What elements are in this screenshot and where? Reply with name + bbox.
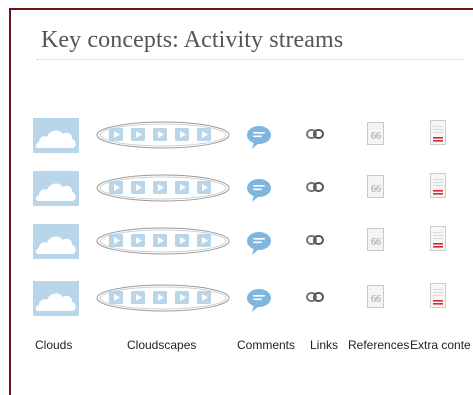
label-extra-content: Extra conte (410, 338, 471, 352)
label-clouds: Clouds (35, 338, 73, 352)
label-references: References (348, 338, 410, 352)
svg-text:66: 66 (371, 294, 381, 305)
quote-document-icon: 66 (367, 285, 384, 308)
speech-bubble-icon (246, 287, 272, 313)
cloud-icon (33, 171, 79, 206)
label-links: Links (310, 338, 339, 352)
cloudscape-icon (95, 120, 231, 150)
cloudscape-icon (95, 283, 231, 313)
label-cloudscapes: Cloudscapes (127, 338, 197, 352)
speech-bubble-icon (246, 230, 272, 256)
chain-link-icon (306, 127, 324, 139)
icon-row: 66 (0, 118, 473, 156)
chain-link-icon (306, 233, 324, 245)
speech-bubble-icon (246, 177, 272, 203)
cloudscape-icon (95, 226, 231, 256)
document-red-lines-icon (430, 226, 446, 251)
icon-row: 66 (0, 281, 473, 319)
icon-row: 66 (0, 224, 473, 262)
document-red-lines-icon (430, 283, 446, 308)
document-red-lines-icon (430, 173, 446, 198)
cloudscape-icon (95, 173, 231, 203)
column-labels: Clouds Cloudscapes Comments Links Refere… (0, 338, 473, 356)
svg-text:66: 66 (371, 131, 381, 142)
quote-document-icon: 66 (367, 175, 384, 198)
svg-text:66: 66 (371, 184, 381, 195)
speech-bubble-icon (246, 124, 272, 150)
cloud-icon (33, 281, 79, 316)
slide-frame (9, 8, 473, 395)
document-red-lines-icon (430, 120, 446, 145)
quote-document-icon: 66 (367, 228, 384, 251)
cloud-icon (33, 118, 79, 153)
slide-title: Key concepts: Activity streams (41, 27, 344, 53)
cloud-icon (33, 224, 79, 259)
quote-document-icon: 66 (367, 122, 384, 145)
icon-row: 66 (0, 171, 473, 209)
chain-link-icon (306, 180, 324, 192)
chain-link-icon (306, 290, 324, 302)
label-comments: Comments (237, 338, 296, 352)
title-divider (37, 59, 463, 60)
svg-text:66: 66 (371, 237, 381, 248)
